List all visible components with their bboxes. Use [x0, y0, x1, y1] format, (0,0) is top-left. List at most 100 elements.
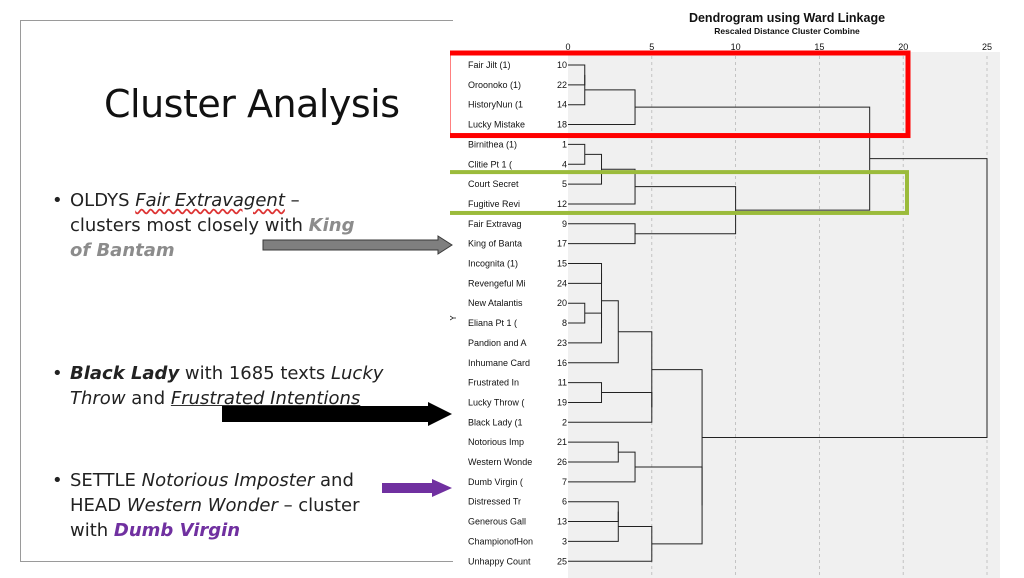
slide-frame [20, 20, 453, 562]
leaf-label: Pandion and A [468, 338, 527, 348]
leaf-label: King of Banta [468, 239, 522, 249]
leaf-id: 18 [557, 120, 567, 130]
grey-arrow-shape [262, 235, 453, 255]
leaf-id: 25 [557, 556, 567, 566]
bullet-text: OLDYS [70, 190, 136, 211]
leaf-id: 15 [557, 259, 567, 269]
bullet-dot: • [52, 190, 63, 211]
bullet-text: – [284, 190, 300, 211]
black-arrow-shape [222, 402, 452, 426]
dendrogram-link [618, 331, 653, 408]
axis-tick-label: 20 [898, 42, 908, 52]
bullet-text: with [70, 520, 114, 541]
axis-ticks: 0 5 10 15 20 25 [565, 42, 992, 52]
bullet-text: and [314, 470, 354, 491]
bullet-text: HEAD [70, 495, 127, 516]
leaf-label: Notorious Imp [468, 437, 524, 447]
leaf-label: Unhappy Count [468, 556, 531, 566]
leaf-label: Lucky Throw ( [468, 397, 524, 407]
bullet-title-notorious-imposter: Notorious Imposter [141, 470, 315, 491]
leaf-label: Fugitive Revi [468, 199, 520, 209]
black-arrow-icon [222, 402, 452, 426]
axis-tick-label: 15 [814, 42, 824, 52]
leaf-label: Frustrated In [468, 378, 519, 388]
leaf-label: Oroonoko (1) [468, 80, 521, 90]
dendrogram-link [635, 186, 737, 235]
grey-arrow-icon [262, 235, 453, 255]
leaf-id: 24 [557, 278, 567, 288]
bullet-dot: • [52, 470, 63, 491]
axis-tick-label: 0 [565, 42, 570, 52]
bullet-dot: • [52, 363, 63, 384]
dendrogram-svg: Dendrogram using Ward Linkage Rescaled D… [450, 11, 1000, 578]
leaf-id: 1 [562, 139, 567, 149]
leaf-label: Lucky Mistake [468, 120, 525, 130]
axis-tick-label: 25 [982, 42, 992, 52]
dendrogram-link [702, 158, 988, 438]
dendrogram-link [568, 526, 653, 562]
highlight-boxes [450, 50, 911, 215]
leaf-label: Court Secret [468, 179, 519, 189]
leaf-label: Fair Jilt (1) [468, 60, 511, 70]
leaf-id: 4 [562, 159, 567, 169]
leaf-id: 17 [557, 239, 567, 249]
dendrogram-link [568, 168, 636, 205]
dendrogram-link [568, 89, 636, 126]
axis-tick-label: 5 [649, 42, 654, 52]
green-cluster-box [450, 170, 909, 215]
leaf-label: Eliana Pt 1 ( [468, 318, 517, 328]
leaf-id: 9 [562, 219, 567, 229]
axis-tick-label: 10 [731, 42, 741, 52]
bullet-title-lucky-throw: Throw [70, 388, 126, 409]
purple-arrow-icon [382, 479, 452, 497]
leaf-id: 3 [562, 536, 567, 546]
leaf-id: 5 [562, 179, 567, 189]
leaf-id: 20 [557, 298, 567, 308]
leaf-label: ChampionofHon [468, 536, 533, 546]
leaf-label: Fair Extravag [468, 219, 522, 229]
leaf-id: 11 [558, 378, 567, 388]
dendrogram-link [568, 451, 636, 483]
slide-title: Cluster Analysis [104, 82, 400, 126]
dendrogram-link [568, 223, 636, 245]
dendrogram-link [568, 511, 619, 542]
leaf-label: Birnithea (1) [468, 139, 517, 149]
dendrogram-links [568, 64, 988, 562]
red-cluster-box [450, 50, 911, 139]
leaf-label: Inhumane Card [468, 358, 530, 368]
leaf-id: 8 [562, 318, 567, 328]
dendrogram-link [568, 74, 586, 106]
leaf-id: 19 [557, 397, 567, 407]
bullet-title-frustrated-intentions: Frustrated Intentions [170, 388, 361, 409]
bullet-text: with 1685 texts [179, 363, 331, 384]
bullet-title-king-of-bantam: King [308, 215, 355, 236]
leaf-id: 16 [557, 358, 567, 368]
leaf-id: 7 [562, 477, 567, 487]
leaf-id: 10 [557, 60, 567, 70]
bullet-text: – cluster [277, 495, 360, 516]
bullet-title-king-of-bantam: of Bantam [70, 240, 175, 261]
leaf-id: 23 [557, 338, 567, 348]
leaf-id: 13 [557, 517, 567, 527]
leaf-label: Revengeful Mi [468, 278, 526, 288]
leaf-label: Dumb Virgin ( [468, 477, 523, 487]
leaf-id: 22 [557, 80, 567, 90]
dendrogram-chart: Dendrogram using Ward Linkage Rescaled D… [450, 0, 1024, 578]
bullet-title-dumb-virgin: Dumb Virgin [113, 520, 241, 541]
leaf-id: 6 [562, 497, 567, 507]
leaf-label: Distressed Tr [468, 497, 521, 507]
pointer-arrows [222, 235, 453, 497]
leaf-label: HistoryNun (1 [468, 100, 523, 110]
plot-background [568, 52, 1000, 578]
bullet-title-black-lady: Black Lady [70, 363, 180, 384]
chart-title: Dendrogram using Ward Linkage [689, 11, 885, 25]
purple-arrow-shape [382, 479, 452, 497]
leaf-id: 14 [557, 100, 567, 110]
leaf-label: Black Lady (1 [468, 417, 523, 427]
leaf-id: 26 [557, 457, 567, 467]
dendrogram-link [651, 369, 703, 506]
leaf-label: Clitie Pt 1 ( [468, 159, 512, 169]
leaf-id: 2 [562, 417, 567, 427]
leaf-label: New Atalantis [468, 298, 523, 308]
